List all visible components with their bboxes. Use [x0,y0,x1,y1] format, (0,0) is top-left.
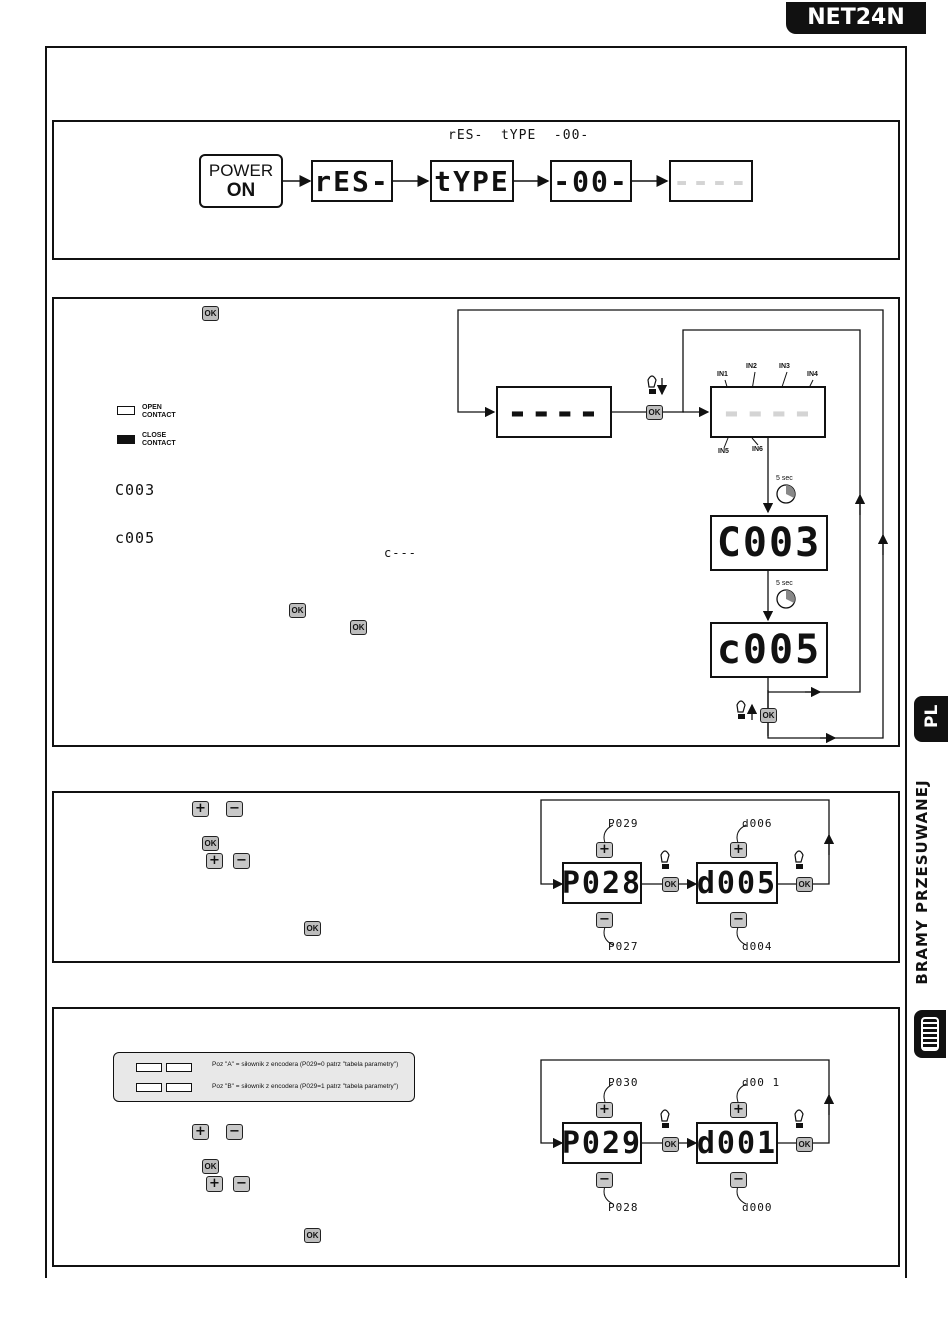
control-unit-icon [914,1010,946,1058]
display-d001: d001 [696,1122,778,1164]
panel1-arrows [283,175,669,187]
plus-button[interactable]: + [730,1102,747,1118]
code-c005: c005 [115,529,156,547]
plus-button[interactable]: + [730,842,747,858]
display-dashes: ---- [496,386,612,438]
minus-button[interactable]: − [226,1124,243,1140]
close-contact-icon [117,435,135,444]
input-label-in4: IN4 [807,371,818,378]
minus-button[interactable]: − [233,1176,250,1192]
display-inputs: ---- [710,386,826,438]
close-contact-label: CLOSE CONTACT [142,432,176,447]
motor-position-a: Poz "A" = siłownik z encodera (P029=0 pa… [212,1061,399,1068]
ok-button[interactable]: OK [796,1137,813,1152]
open-contact-label: OPEN CONTACT [142,404,176,419]
plus-button[interactable]: + [596,842,613,858]
minus-button[interactable]: − [596,912,613,928]
minus-button[interactable]: − [730,1172,747,1188]
display-d005: d005 [696,862,778,904]
label-p029: P029 [608,817,639,830]
sequence-caption: rES- tYPE -00- [448,128,590,143]
timer-label: 5 sec [776,475,793,482]
plus-button[interactable]: + [206,853,223,869]
ok-button[interactable]: OK [796,877,813,892]
input-label-in1: IN1 [717,371,728,378]
frame-top [45,46,907,48]
minus-button[interactable]: − [596,1172,613,1188]
ok-button[interactable]: OK [202,836,219,851]
display-blank: ---- [669,160,753,202]
language-tab[interactable]: PL [914,696,948,742]
ok-button[interactable]: OK [662,877,679,892]
display-p029: P029 [562,1122,642,1164]
display-c005: c005 [710,622,828,678]
label-p030: P030 [608,1076,639,1089]
open-contact-icon [117,406,135,415]
on-label: ON [226,180,256,201]
label-d006: d006 [742,817,773,830]
ok-button[interactable]: OK [304,921,321,936]
display-p028: P028 [562,862,642,904]
panel3-flow-lines [540,799,835,946]
plus-button[interactable]: + [206,1176,223,1192]
display-00: -00- [550,160,632,202]
label-d000: d000 [742,1201,773,1214]
plus-button[interactable]: + [192,801,209,817]
label-p028: P028 [608,1201,639,1214]
display-res: rES- [311,160,393,202]
ok-button[interactable]: OK [304,1228,321,1243]
frame-right [905,46,907,1278]
frame-left [45,46,47,1278]
minus-button[interactable]: − [226,801,243,817]
ok-button[interactable]: OK [289,603,306,618]
minus-button[interactable]: − [730,912,747,928]
display-type: tYPE [430,160,514,202]
power-label: POWER [208,161,274,180]
ok-button[interactable]: OK [350,620,367,635]
input-label-in5: IN5 [718,448,729,455]
ok-button[interactable]: OK [202,306,219,321]
label-d004: d004 [742,940,773,953]
timer-label: 5 sec [776,580,793,587]
power-on-button: POWER ON [199,154,283,208]
label-d001-up: d00 1 [742,1076,781,1089]
code-c003: C003 [115,481,156,499]
minus-button[interactable]: − [233,853,250,869]
input-label-in2: IN2 [746,363,757,370]
display-c003: C003 [710,515,828,571]
model-badge: NET24N [786,2,926,34]
input-label-in6: IN6 [752,446,763,453]
label-p027: P027 [608,940,639,953]
motor-position-b: Poz "B" = siłownik z encodera (P029=1 pa… [212,1083,399,1090]
code-c-dashes: c--- [384,546,417,560]
motor-position-box: Poz "A" = siłownik z encodera (P029=0 pa… [113,1052,415,1102]
ok-button[interactable]: OK [646,405,663,420]
ok-button[interactable]: OK [662,1137,679,1152]
plus-button[interactable]: + [596,1102,613,1118]
plus-button[interactable]: + [192,1124,209,1140]
ok-button[interactable]: OK [202,1159,219,1174]
input-label-in3: IN3 [779,363,790,370]
ok-button[interactable]: OK [760,708,777,723]
panel2-flow-lines [457,309,889,744]
